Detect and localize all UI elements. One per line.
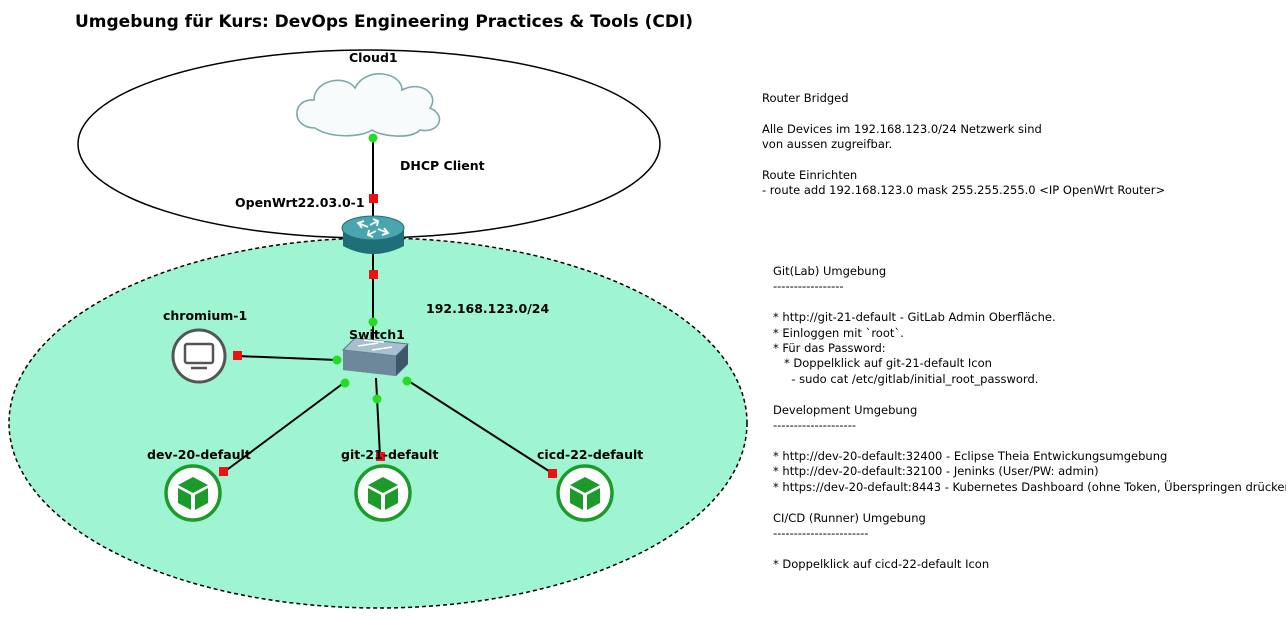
cloud-icon[interactable]: [296, 73, 441, 137]
dev-label: dev-20-default: [147, 447, 251, 462]
environment-note: Git(Lab) Umgebung ----------------- * ht…: [773, 264, 1286, 571]
port-down: [369, 194, 378, 203]
router-label: OpenWrt22.03.0-1: [235, 195, 365, 210]
port-down: [219, 467, 228, 476]
subnet-label: 192.168.123.0/24: [426, 301, 550, 316]
git-label: git-21-default: [341, 447, 439, 462]
link-switch-dev[interactable]: [223, 381, 346, 473]
cicd-label: cicd-22-default: [537, 447, 644, 462]
switch-icon[interactable]: [341, 337, 410, 376]
port-down: [376, 452, 385, 461]
port-down: [233, 351, 242, 360]
link-switch-cicd[interactable]: [406, 379, 553, 474]
port-up: [368, 317, 378, 327]
port-up: [402, 376, 412, 386]
chromium-label: chromium-1: [163, 308, 248, 323]
port-down: [548, 469, 557, 478]
link-chromium-switch[interactable]: [236, 355, 338, 361]
links: [223, 138, 553, 474]
cube-icon[interactable]: [354, 464, 412, 522]
port-up: [340, 378, 350, 388]
port-markers: [219, 133, 557, 478]
port-up: [332, 355, 342, 365]
link-switch-git[interactable]: [375, 377, 381, 457]
page-title: Umgebung für Kurs: DevOps Engineering Pr…: [75, 12, 694, 32]
switch-label: Switch1: [349, 327, 405, 342]
dhcp-label: DHCP Client: [400, 158, 485, 173]
router-icon[interactable]: [341, 215, 405, 254]
cloud-label: Cloud1: [349, 50, 398, 65]
cube-icon[interactable]: [164, 464, 222, 522]
router-note: Router Bridged Alle Devices im 192.168.1…: [762, 91, 1166, 198]
port-down: [369, 270, 378, 279]
cube-icon[interactable]: [556, 464, 614, 522]
port-up: [372, 394, 382, 404]
port-up: [368, 133, 378, 143]
monitor-icon[interactable]: [171, 328, 227, 384]
